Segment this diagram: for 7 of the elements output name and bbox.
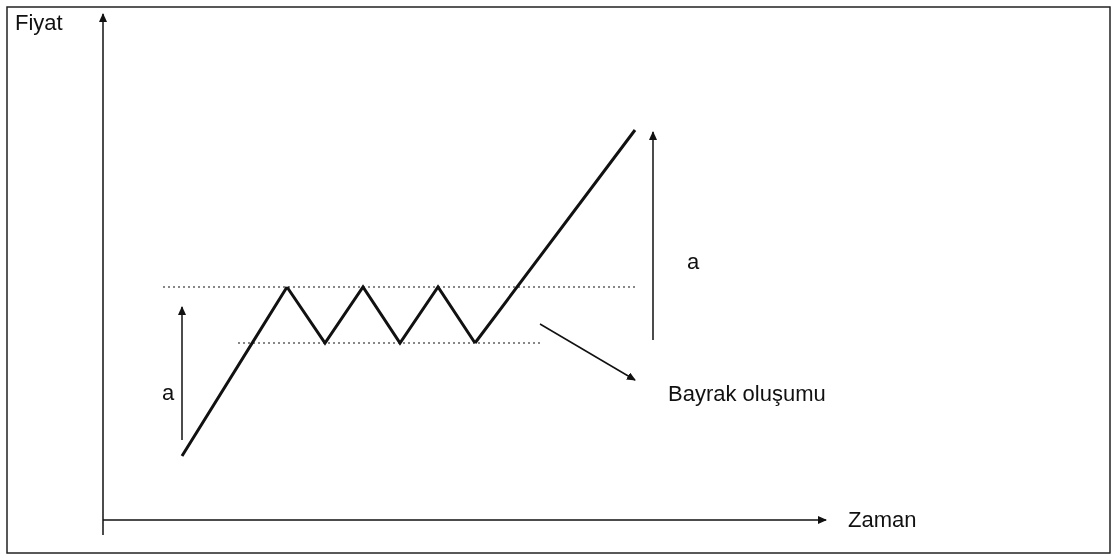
axis-label: Zaman [848,509,917,531]
dimension-label: a [687,251,700,273]
axis-label: Fiyat [15,12,63,34]
flag-pattern-drawing [162,284,636,346]
dimension-label: a [162,382,175,404]
leader-line [539,323,636,381]
annotation-text: Bayrak oluşumu [668,383,826,405]
